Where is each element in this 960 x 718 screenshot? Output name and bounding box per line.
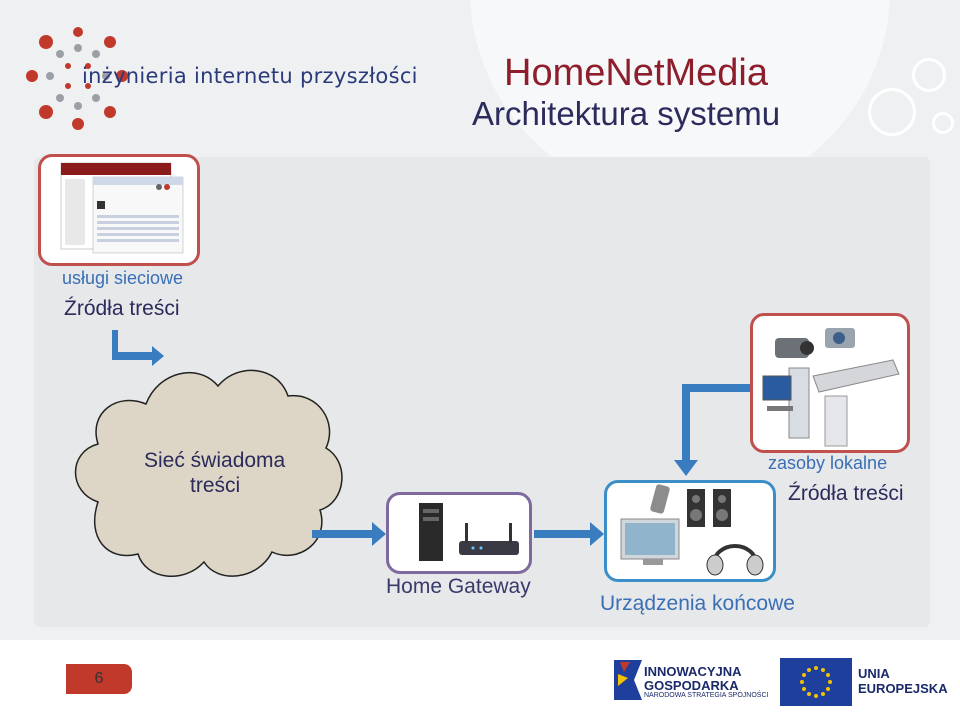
eu-flag-icon — [780, 658, 852, 706]
logo-text: inżynieria internetu przyszłości — [82, 64, 418, 88]
arrow-local-to-devices — [674, 384, 750, 476]
slide-number-badge: 6 — [66, 664, 132, 694]
web-services-label: usługi sieciowe — [62, 268, 184, 288]
end-devices-label: Urządzenia końcowe — [600, 592, 795, 615]
arrow-web-to-cloud — [112, 330, 164, 366]
local-devices-image — [762, 328, 900, 447]
web-sources-title: Źródła treści — [64, 297, 180, 320]
local-resources-frame — [750, 313, 910, 453]
logo-icon — [26, 27, 128, 130]
innovative-economy-line2: GOSPODARKA — [644, 678, 739, 693]
arrow-cloud-to-gateway — [312, 522, 386, 546]
end-devices-frame — [604, 480, 776, 582]
home-gateway-label: Home Gateway — [386, 575, 531, 598]
decorative-ring — [868, 88, 916, 136]
innovative-economy-line3: NARODOWA STRATEGIA SPÓJNOŚCI — [644, 692, 769, 699]
end-devices-image — [620, 484, 764, 576]
innovative-economy-line1: INNOWACYJNA — [644, 664, 742, 679]
web-services-frame — [38, 154, 200, 266]
eu-label-line1: UNIA — [858, 666, 890, 681]
page-subtitle: Architektura systemu — [472, 95, 781, 132]
arrow-gateway-to-devices — [534, 522, 604, 546]
network-label-line2: treści — [190, 474, 241, 497]
home-gateway-frame — [386, 492, 532, 574]
local-resources-label: zasoby lokalne — [768, 453, 888, 473]
eu-label-line2: EUROPEJSKA — [858, 681, 948, 696]
slide-number: 6 — [94, 670, 104, 687]
innovative-economy-logo-icon — [614, 660, 642, 700]
page-title: HomeNetMedia — [504, 52, 768, 94]
flow-arrows — [112, 330, 750, 546]
web-screenshot-image — [60, 162, 184, 254]
gateway-devices-image — [419, 503, 519, 561]
decorative-ring — [932, 112, 954, 134]
network-label-line1: Sieć świadoma — [144, 449, 286, 472]
decorative-ring — [912, 58, 946, 92]
local-sources-title: Źródła treści — [788, 482, 904, 505]
cloud-shape — [74, 369, 343, 577]
